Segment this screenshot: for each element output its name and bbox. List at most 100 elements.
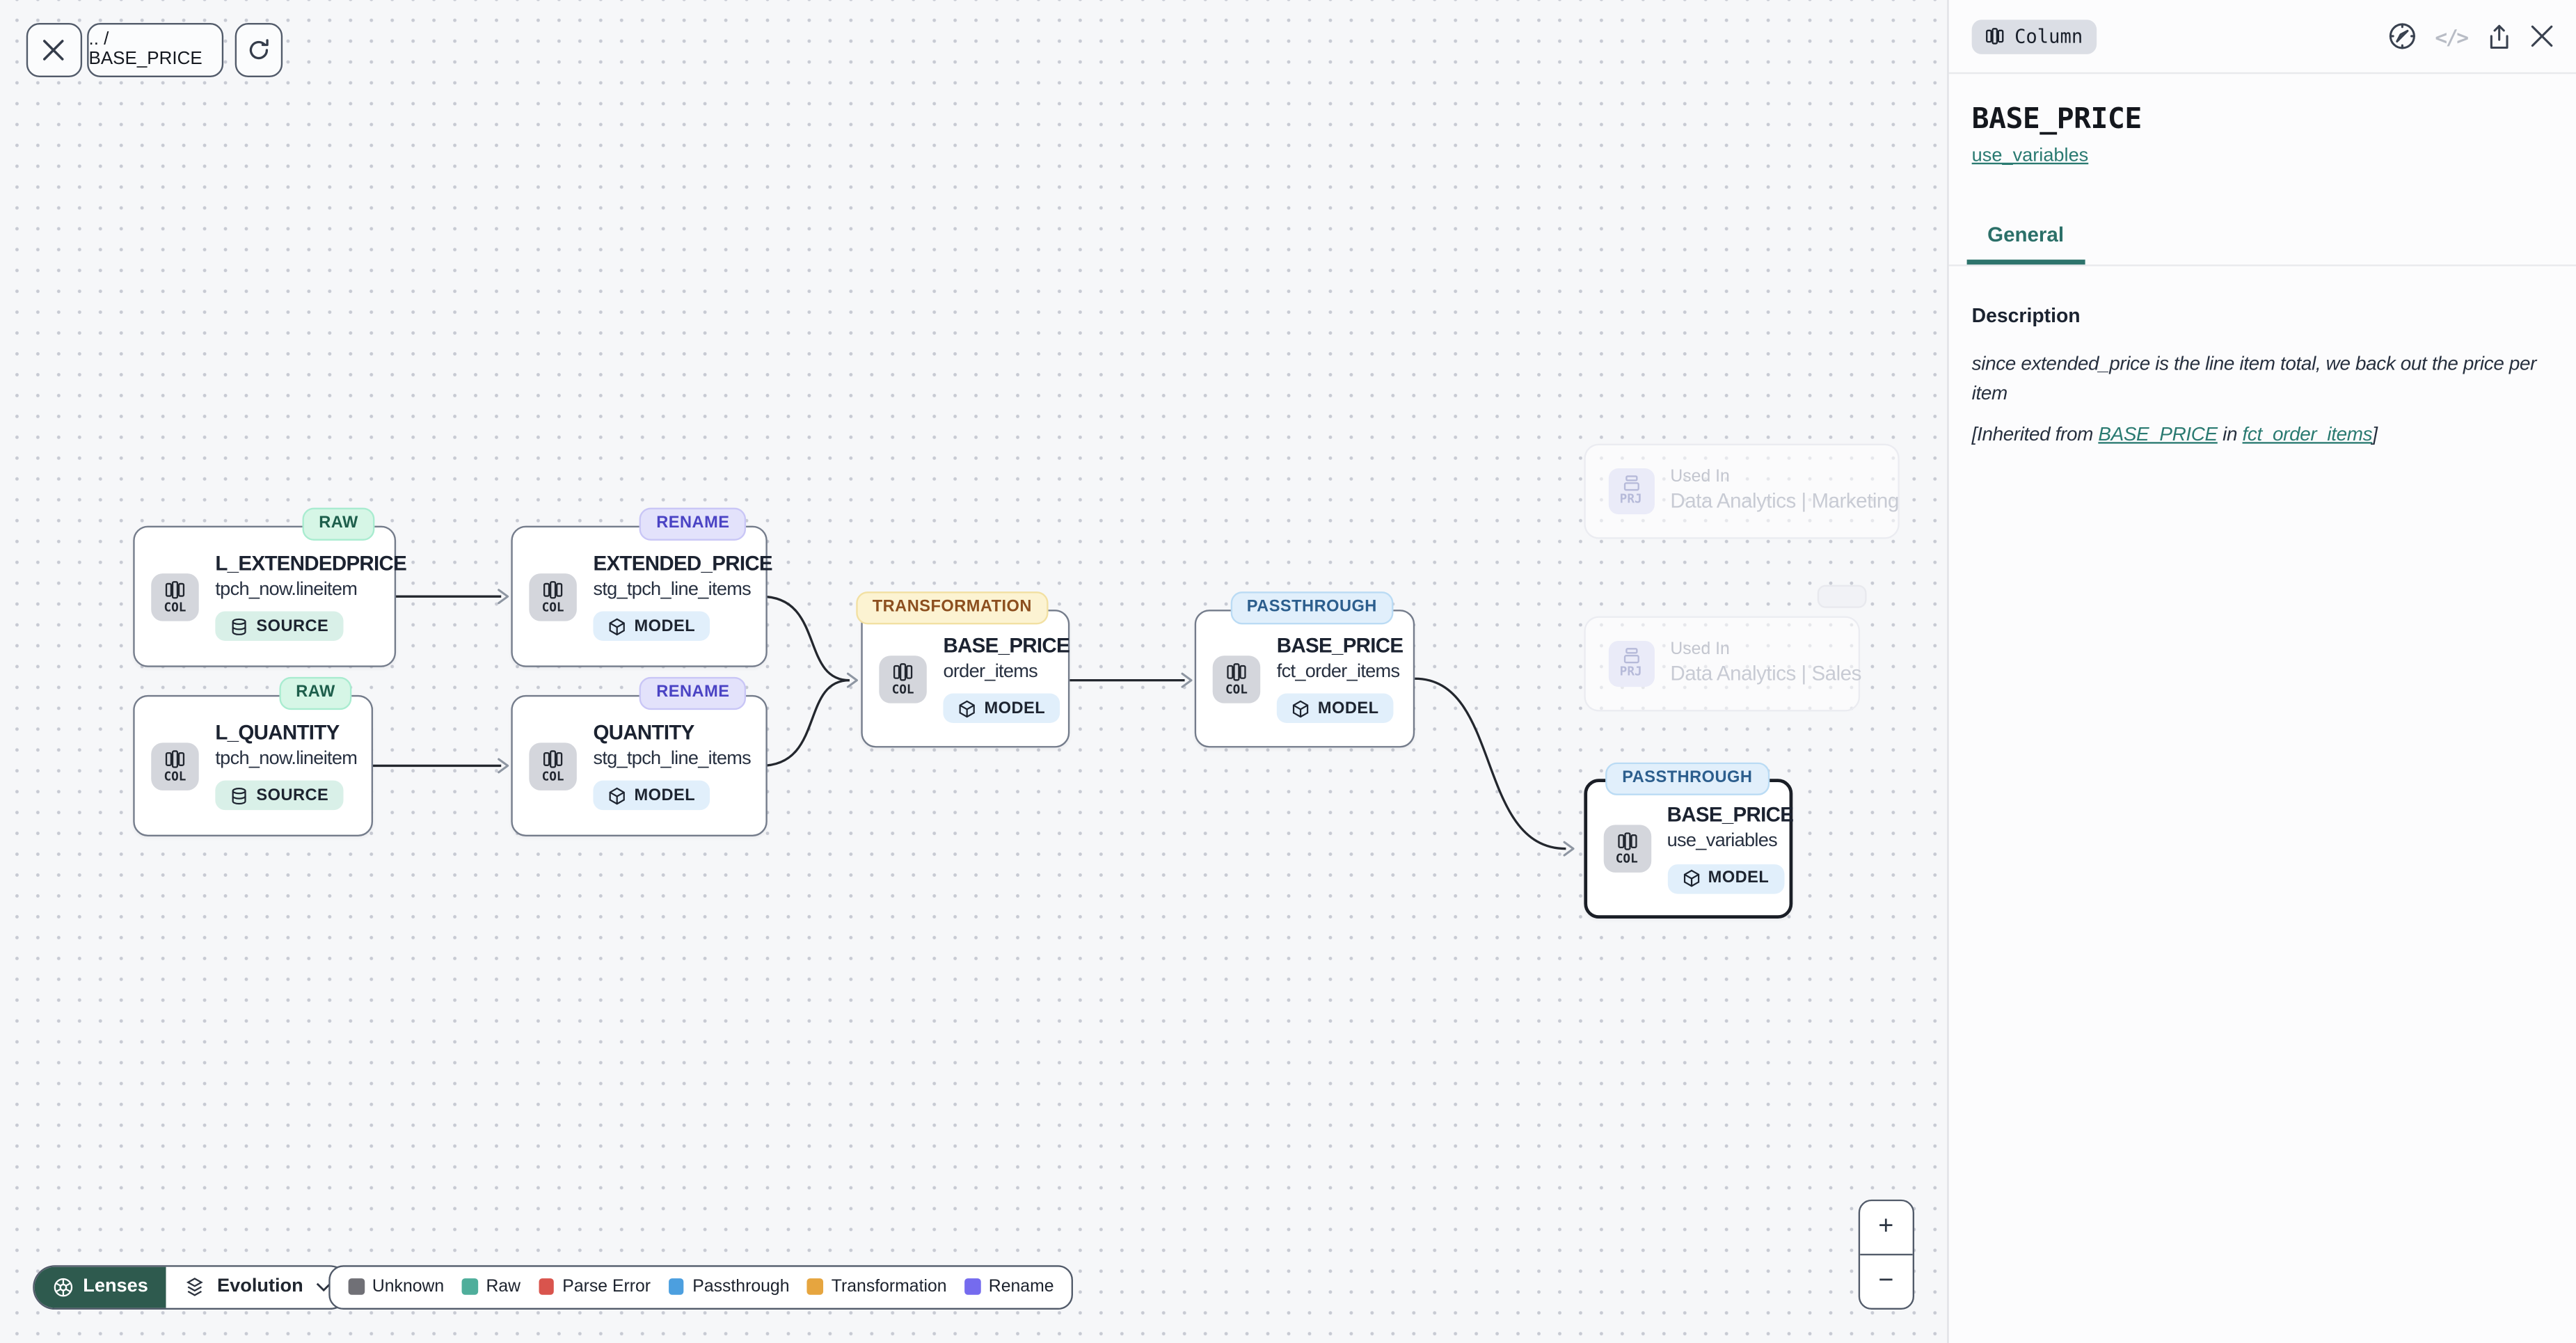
lenses-button[interactable]: Lenses [33,1266,166,1308]
used-in-node-sales[interactable]: PRJ Used In Data Analytics | Sales [1583,615,1861,711]
column-kind-box: COL [529,572,577,621]
lineage-node-l-quantity[interactable]: RAW COL L_QUANTITY tpch_now.lineitem SOU… [133,676,374,836]
zoom-out-button[interactable]: − [1860,1255,1911,1308]
node-title: BASE_PRICE [943,634,1070,658]
kind-label: PRJ [1619,664,1642,679]
inherited-suffix: ] [2372,422,2378,446]
model-link[interactable]: use_variables [1971,146,2089,166]
legend-label: Parse Error [562,1276,651,1297]
lineage-node-base-price-fct-order-items[interactable]: PASSTHROUGH COL BASE_PRICE fct_order_ite… [1194,590,1415,748]
close-lineage-button[interactable] [26,22,81,77]
inherited-prefix: [Inherited from [1971,422,2099,446]
used-in-label: Used In [1670,466,1730,486]
kind-label: COL [1615,851,1638,867]
lineage-canvas[interactable]: .. / BASE_PRICE RAW COL L_EXTENDEDPRICE … [0,0,1947,1343]
project-name: Data Analytics | Sales [1670,662,1861,686]
lens-mode-dropdown[interactable]: Evolution [166,1266,349,1308]
legend-label: Passthrough [692,1276,790,1297]
edge [761,678,850,768]
kind-label: COL [541,768,564,784]
kind-label: COL [1225,681,1248,697]
lineage-node-base-price-use-variables-selected[interactable]: PASSTHROUGH COL BASE_PRICE use_variables… [1583,761,1794,919]
node-model: stg_tpch_line_items [593,580,752,600]
breadcrumb[interactable]: .. / BASE_PRICE [87,22,224,77]
model-chip: MODEL [593,611,710,642]
chip-label: MODEL [1708,869,1770,888]
share-button[interactable] [2486,22,2512,50]
node-model: tpch_now.lineitem [215,580,358,600]
close-panel-button[interactable] [2529,24,2552,47]
arrowhead-icon [846,672,859,688]
columns-icon [1986,28,2004,45]
arrowhead-icon [1181,672,1193,688]
legend-swatch [807,1278,823,1295]
column-kind-box: COL [1603,825,1651,873]
stack-icon [1623,648,1639,664]
refresh-button[interactable] [234,22,283,77]
legend-swatch [539,1278,555,1295]
entity-type-label: Column [2014,24,2083,48]
cube-icon [609,786,625,804]
model-chip: MODEL [1276,693,1394,724]
zoom-in-button[interactable]: + [1860,1201,1912,1256]
kind-label: COL [891,681,914,697]
edge-type-badge: RENAME [639,676,747,709]
node-title: EXTENDED_PRICE [593,552,772,575]
cube-icon [1292,699,1309,717]
zoom-out-icon: − [1878,1266,1894,1295]
columns-icon [165,580,185,598]
faded-badge [1817,585,1867,608]
columns-icon [543,749,563,768]
inherited-note: [Inherited from BASE_PRICE in fct_order_… [1972,423,2553,446]
lineage-node-quantity[interactable]: RENAME COL QUANTITY stg_tpch_line_items … [511,676,768,836]
used-in-label: Used In [1670,638,1730,659]
kind-label: PRJ [1619,491,1642,507]
legend-item: Unknown [348,1276,445,1297]
model-chip: MODEL [943,693,1060,724]
columns-icon [893,662,913,681]
panel-header: Column </> [1948,0,2576,74]
legend-item: Transformation [807,1277,947,1296]
kind-label: COL [164,768,186,784]
chip-label: SOURCE [256,617,329,635]
legend-swatch [964,1278,980,1295]
inherited-column-link[interactable]: BASE_PRICE [2098,422,2218,446]
lineage-node-base-price-order-items[interactable]: TRANSFORMATION COL BASE_PRICE order_item… [856,590,1070,748]
chevron-down-icon [315,1282,331,1291]
refresh-icon [249,38,269,59]
lineage-node-extended-price[interactable]: RENAME COL EXTENDED_PRICE stg_tpch_line_… [511,507,773,667]
code-button[interactable]: </> [2435,24,2469,48]
lenses-label: Lenses [83,1276,148,1297]
cube-icon [609,617,625,635]
database-icon [232,786,246,804]
panel-tabs: General [1948,210,2576,267]
arrowhead-icon [498,589,509,605]
legend-item: Raw [462,1277,520,1296]
node-title: BASE_PRICE [1667,804,1794,827]
lineage-edges [373,589,1575,857]
node-title: L_QUANTITY [215,721,340,745]
inherited-model-link[interactable]: fct_order_items [2242,422,2373,446]
compass-button[interactable] [2387,22,2417,51]
chip-label: MODEL [634,786,696,805]
columns-icon [543,580,563,598]
source-chip: SOURCE [215,611,344,642]
legend-label: Unknown [372,1276,445,1297]
zoom-in-icon: + [1878,1212,1894,1241]
cube-icon [959,699,975,717]
used-in-node-marketing[interactable]: PRJ Used In Data Analytics | Marketing [1583,443,1899,539]
column-kind-box: COL [151,572,199,621]
node-model: tpch_now.lineitem [215,749,358,769]
lineage-node-l-extendedprice[interactable]: RAW COL L_EXTENDEDPRICE tpch_now.lineite… [133,507,407,667]
lenses-control: Lenses Evolution [32,1264,351,1309]
tab-general[interactable]: General [1966,210,2085,265]
columns-icon [165,749,185,768]
edge-type-badge: RAW [302,507,375,540]
node-title: L_EXTENDEDPRICE [215,552,407,575]
node-model: fct_order_items [1276,662,1400,682]
arrowhead-icon [1563,841,1575,857]
share-icon [2489,24,2508,48]
kind-label: COL [541,599,564,614]
edge-type-badge: PASSTHROUGH [1605,761,1770,795]
legend-swatch [462,1278,478,1295]
